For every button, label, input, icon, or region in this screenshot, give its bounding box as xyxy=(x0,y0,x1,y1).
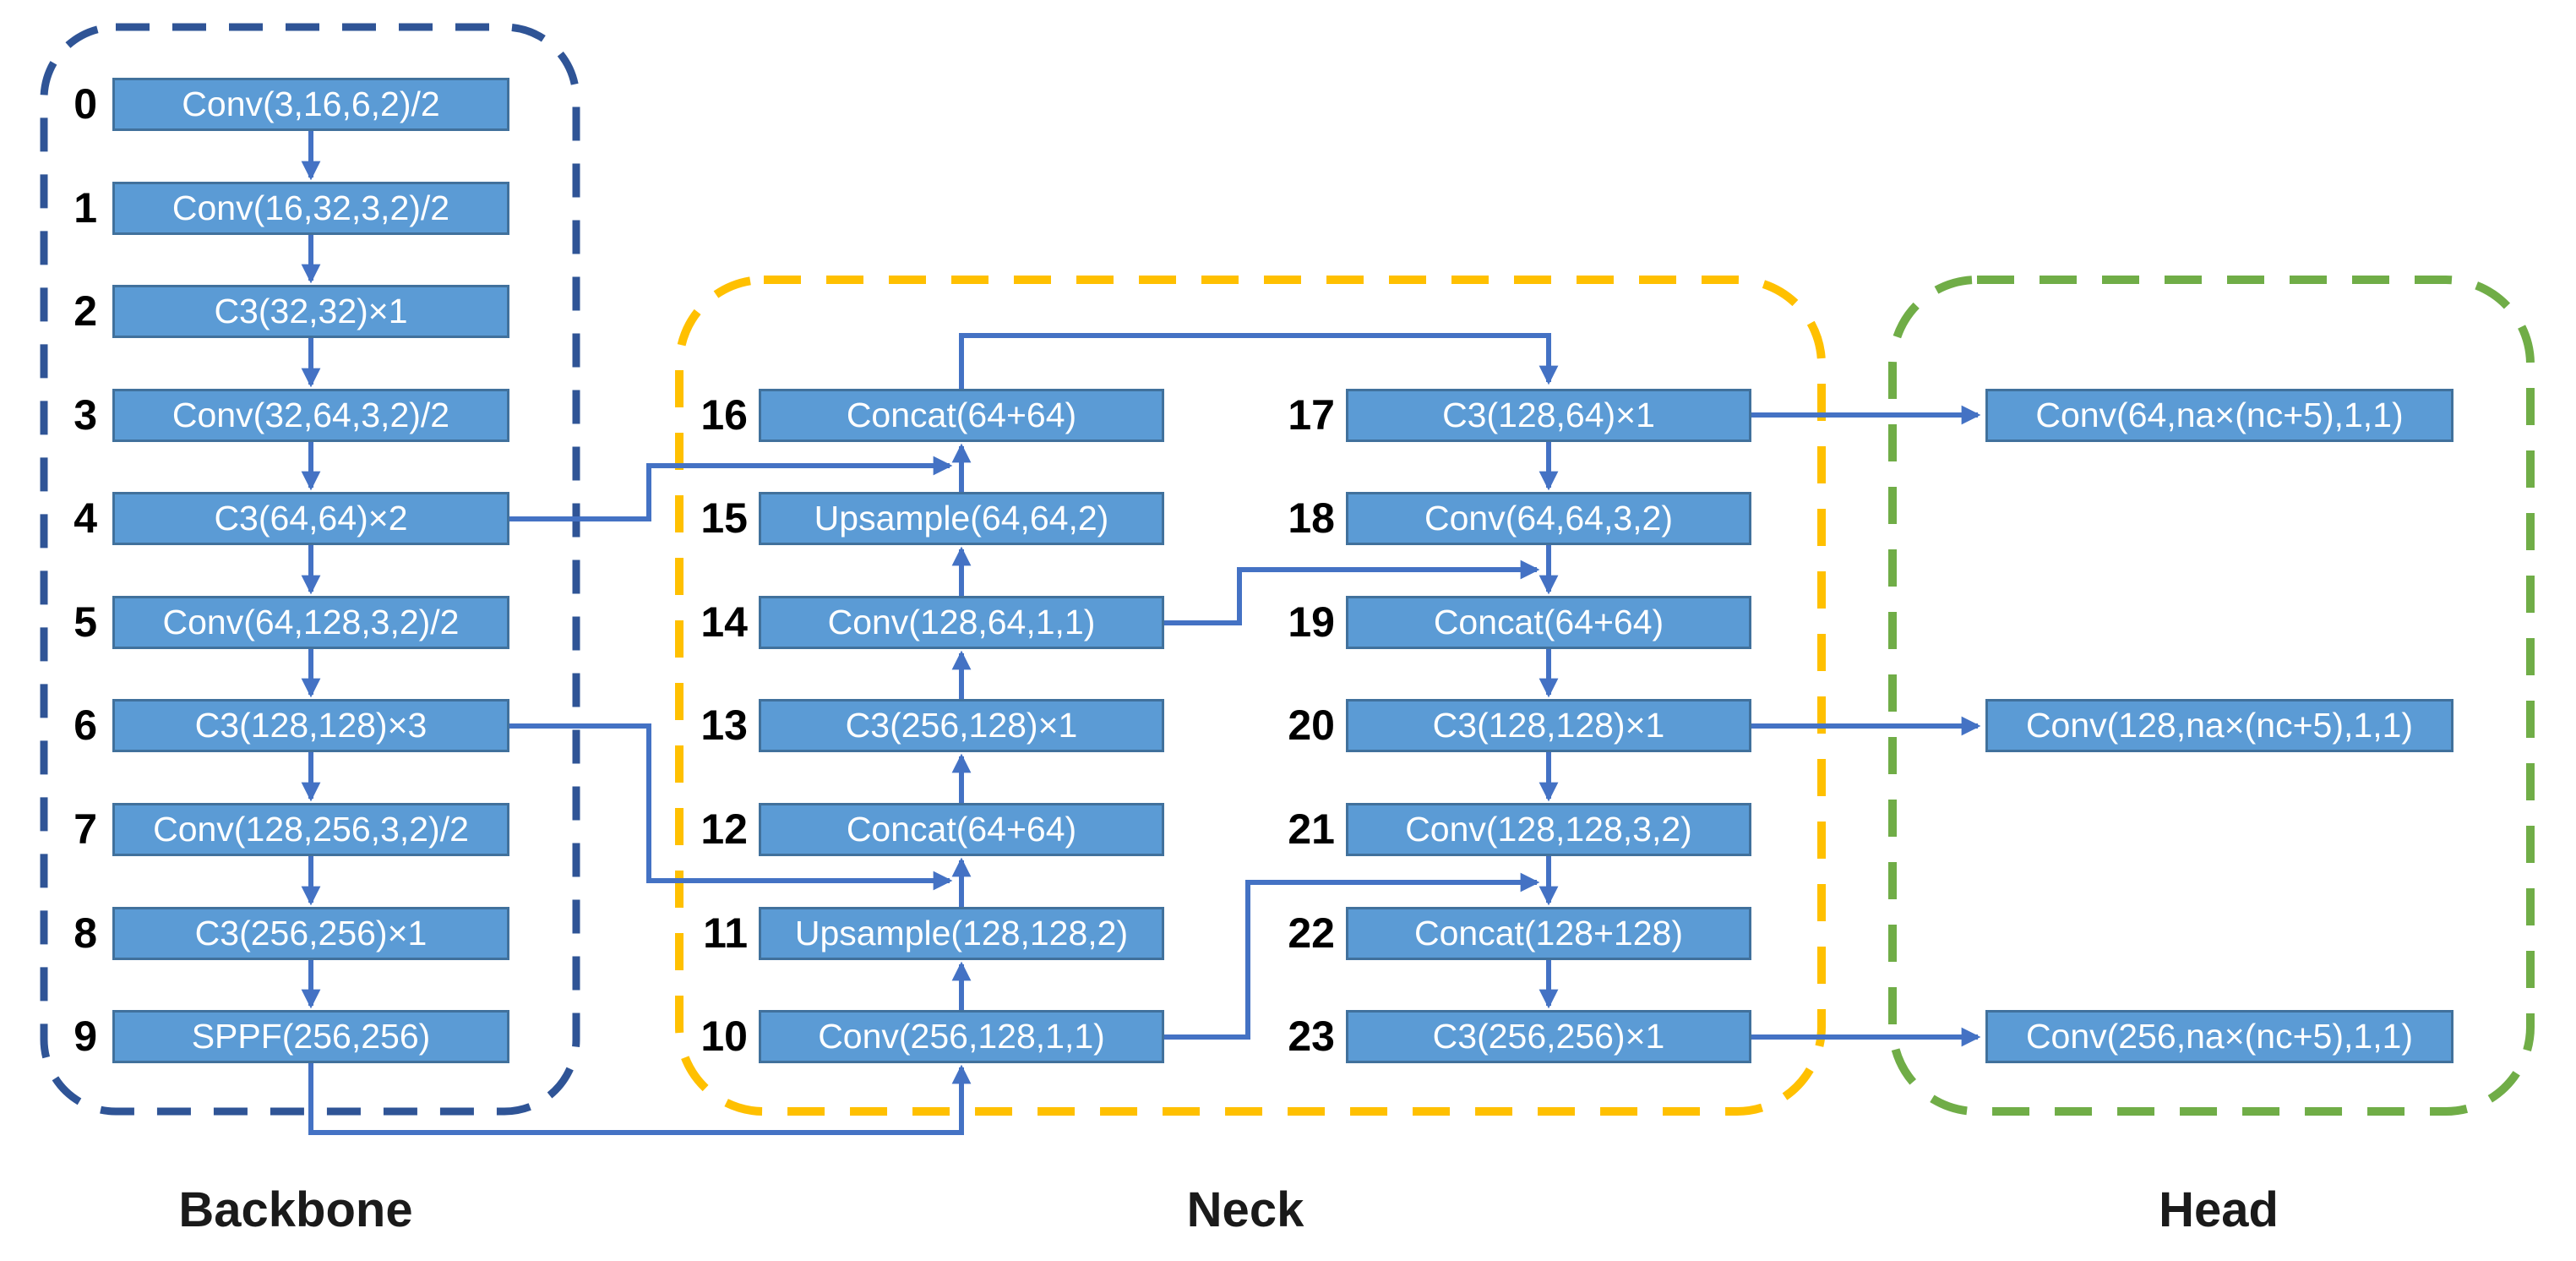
neck-label: Neck xyxy=(1186,1182,1304,1237)
head-label: Head xyxy=(2159,1182,2279,1237)
node-box-19: Concat(64+64) xyxy=(1346,596,1751,649)
edge-10-22 xyxy=(1164,872,1540,1040)
node-num-5: 5 xyxy=(74,598,97,646)
node-box-16: Concat(64+64) xyxy=(759,389,1164,442)
node-num-1: 1 xyxy=(74,184,97,232)
node-num-17: 17 xyxy=(1288,391,1335,439)
node-num-18: 18 xyxy=(1288,494,1335,542)
node-num-9: 9 xyxy=(74,1013,97,1060)
node-box-14: Conv(128,64,1,1) xyxy=(759,596,1164,649)
node-num-11: 11 xyxy=(703,909,748,957)
node-box-22: Concat(128+128) xyxy=(1346,907,1751,960)
edge-6-12 xyxy=(509,723,953,891)
node-num-13: 13 xyxy=(700,701,748,749)
node-num-14: 14 xyxy=(700,598,748,646)
node-box-7: Conv(128,256,3,2)/2 xyxy=(112,803,509,856)
node-box-21: Conv(128,128,3,2) xyxy=(1346,803,1751,856)
head-boundary xyxy=(1888,276,2535,1116)
node-box-9: SPPF(256,256) xyxy=(112,1010,509,1063)
node-num-23: 23 xyxy=(1288,1013,1335,1060)
node-num-6: 6 xyxy=(74,701,97,749)
head-box-1: Conv(128,na×(nc+5),1,1) xyxy=(1985,699,2453,752)
node-box-0: Conv(3,16,6,2)/2 xyxy=(112,78,509,131)
node-num-15: 15 xyxy=(700,494,748,542)
node-box-15: Upsample(64,64,2) xyxy=(759,492,1164,545)
node-num-3: 3 xyxy=(74,391,97,439)
node-num-8: 8 xyxy=(74,909,97,957)
node-num-16: 16 xyxy=(700,391,748,439)
node-box-4: C3(64,64)×2 xyxy=(112,492,509,545)
node-box-11: Upsample(128,128,2) xyxy=(759,907,1164,960)
node-num-2: 2 xyxy=(74,287,97,335)
edge-9-10 xyxy=(308,1063,972,1135)
neck-boundary xyxy=(675,276,1826,1116)
node-num-4: 4 xyxy=(74,494,97,542)
node-box-10: Conv(256,128,1,1) xyxy=(759,1010,1164,1063)
node-num-7: 7 xyxy=(74,805,97,853)
node-box-5: Conv(64,128,3,2)/2 xyxy=(112,596,509,649)
node-num-21: 21 xyxy=(1288,805,1335,853)
node-num-20: 20 xyxy=(1288,701,1335,749)
node-box-17: C3(128,64)×1 xyxy=(1346,389,1751,442)
node-box-20: C3(128,128)×1 xyxy=(1346,699,1751,752)
node-box-23: C3(256,256)×1 xyxy=(1346,1010,1751,1063)
node-num-22: 22 xyxy=(1288,909,1335,957)
node-box-18: Conv(64,64,3,2) xyxy=(1346,492,1751,545)
node-box-3: Conv(32,64,3,2)/2 xyxy=(112,389,509,442)
node-box-8: C3(256,256)×1 xyxy=(112,907,509,960)
node-box-12: Concat(64+64) xyxy=(759,803,1164,856)
head-box-2: Conv(256,na×(nc+5),1,1) xyxy=(1985,1010,2453,1063)
edge-4-16 xyxy=(509,456,953,521)
node-num-12: 12 xyxy=(700,805,748,853)
node-num-10: 10 xyxy=(700,1013,748,1060)
node-num-0: 0 xyxy=(74,80,97,128)
node-box-1: Conv(16,32,3,2)/2 xyxy=(112,182,509,235)
backbone-label: Backbone xyxy=(178,1182,413,1237)
backbone-boundary xyxy=(40,23,580,1116)
node-box-13: C3(256,128)×1 xyxy=(759,699,1164,752)
node-box-2: C3(32,32)×1 xyxy=(112,285,509,338)
head-box-0: Conv(64,na×(nc+5),1,1) xyxy=(1985,389,2453,442)
edge-16-17-top xyxy=(959,333,1559,389)
node-num-19: 19 xyxy=(1288,598,1335,646)
edge-14-19 xyxy=(1164,560,1540,625)
node-box-6: C3(128,128)×3 xyxy=(112,699,509,752)
